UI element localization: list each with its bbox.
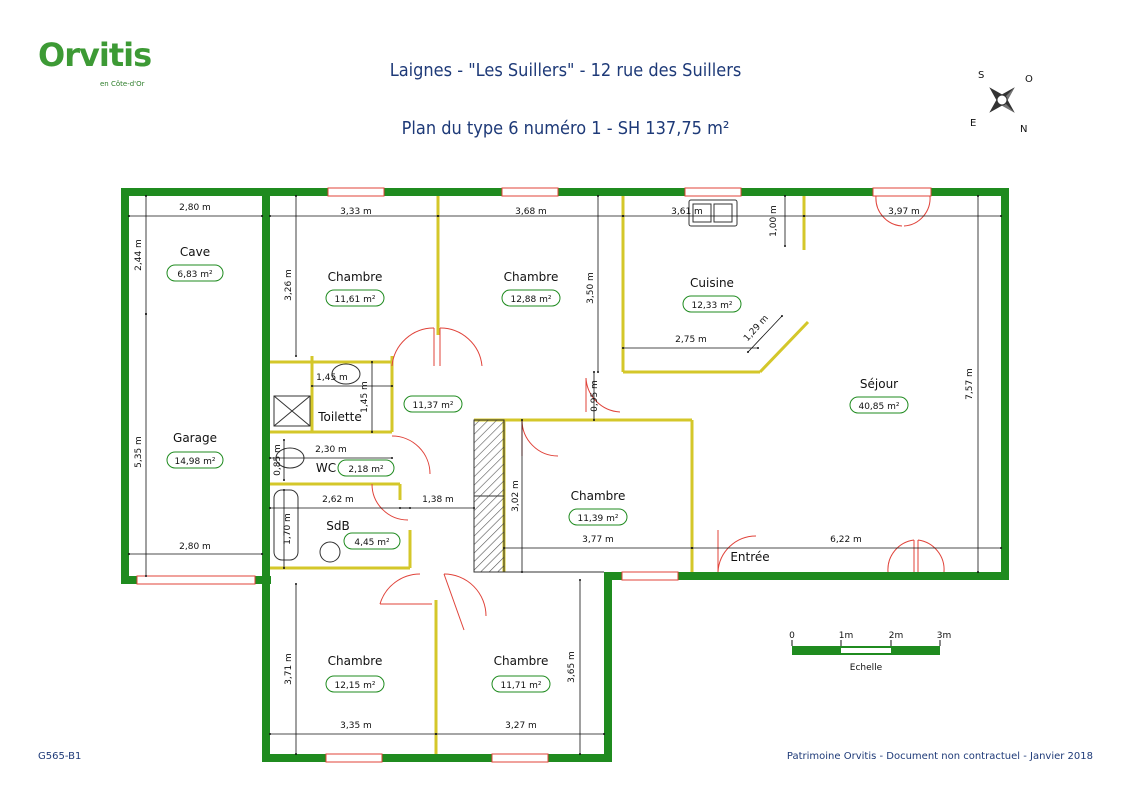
dim-label: 1,70 m [283,513,293,545]
room-name: Chambre [504,270,559,284]
dim-label: 3,35 m [340,721,372,731]
dim-label: 2,75 m [675,335,707,345]
room-area: 12,15 m² [334,681,375,691]
room-name: Garage [173,431,217,445]
room-area: 40,85 m² [858,402,899,412]
dim-label: 1,29 m [742,314,771,344]
plan-reference: G565-B1 [38,751,82,762]
dim-label: 1,45 m [316,373,348,383]
dim-label: 1,45 m [360,381,370,413]
scale-tick: 0 [789,631,795,641]
windows [136,187,932,763]
logo-tagline: en Côte-d'Or [100,80,145,88]
dim-label: 3,97 m [888,207,920,217]
room-name: Chambre [328,654,383,668]
dim-label: 3,02 m [511,480,521,512]
scale-bar: 0 1m 2m 3m Echelle [789,631,951,673]
dim-label: 2,80 m [179,542,211,552]
compass-o: O [1025,74,1033,85]
partitions [270,196,810,754]
dim-label: 3,33 m [340,207,372,217]
dim-label: 3,65 m [567,651,577,683]
room-area: 14,98 m² [174,457,215,467]
dim-label: 2,80 m [179,203,211,213]
room-area: 11,37 m² [412,401,453,411]
compass-s: S [978,70,984,81]
room-name: Entrée [730,550,769,564]
room-area: 11,71 m² [500,681,541,691]
room-name: Séjour [860,377,898,391]
scale-label: Echelle [850,663,883,673]
scale-tick: 2m [889,631,904,641]
compass-icon: S O E N [970,70,1033,135]
exterior-walls [121,188,1009,762]
room-name: SdB [326,519,349,533]
room-name: Cuisine [690,276,734,290]
room-area: 12,88 m² [510,295,551,305]
dim-label: 1,00 m [769,205,779,237]
dim-label: 6,22 m [830,535,862,545]
plan-title-address: Laignes - "Les Suillers" - 12 rue des Su… [389,60,742,81]
dim-label: 2,44 m [134,239,144,271]
room-area: 11,39 m² [577,514,618,524]
dim-label: 5,35 m [134,436,144,468]
dim-label: 3,50 m [586,272,596,304]
compass-e: E [970,118,976,129]
room-area: 11,61 m² [334,295,375,305]
footer-note: Patrimoine Orvitis - Document non contra… [786,751,1093,762]
dimension-lines [128,195,1002,755]
room-area: 2,18 m² [348,465,384,475]
scale-tick: 3m [937,631,952,641]
room-name: Cave [180,245,210,259]
dim-label: 3,26 m [284,269,294,301]
room-name: Chambre [571,489,626,503]
dim-label: 3,77 m [582,535,614,545]
dim-label: 3,71 m [284,653,294,685]
plan-title-type: Plan du type 6 numéro 1 - SH 137,75 m² [401,118,730,139]
dim-label: 2,62 m [322,495,354,505]
dim-label: 7,57 m [965,368,975,400]
room-area: 12,33 m² [691,301,732,311]
dim-label: 0,95 m [590,380,600,412]
orvitis-logo: Orvitis en Côte-d'Or [38,36,152,92]
room-area: 6,83 m² [177,270,213,280]
dim-label: 3,68 m [515,207,547,217]
dim-label: 3,61 m [671,207,703,217]
room-name: WC [316,461,336,475]
room-labels: Cave 6,83 m² Garage 14,98 m² Chambre 11,… [166,245,909,693]
dim-label: 2,30 m [315,445,347,455]
compass-n: N [1020,124,1027,135]
dim-label: 3,27 m [505,721,537,731]
room-area: 4,45 m² [354,538,390,548]
dim-label: 1,38 m [422,495,454,505]
room-name: Chambre [494,654,549,668]
room-name: Chambre [328,270,383,284]
room-name: Toilette [317,410,361,424]
logo-wordmark: Orvitis [38,36,152,74]
dim-label: 0,85 m [273,444,283,476]
door-swings [371,195,945,631]
scale-tick: 1m [839,631,854,641]
